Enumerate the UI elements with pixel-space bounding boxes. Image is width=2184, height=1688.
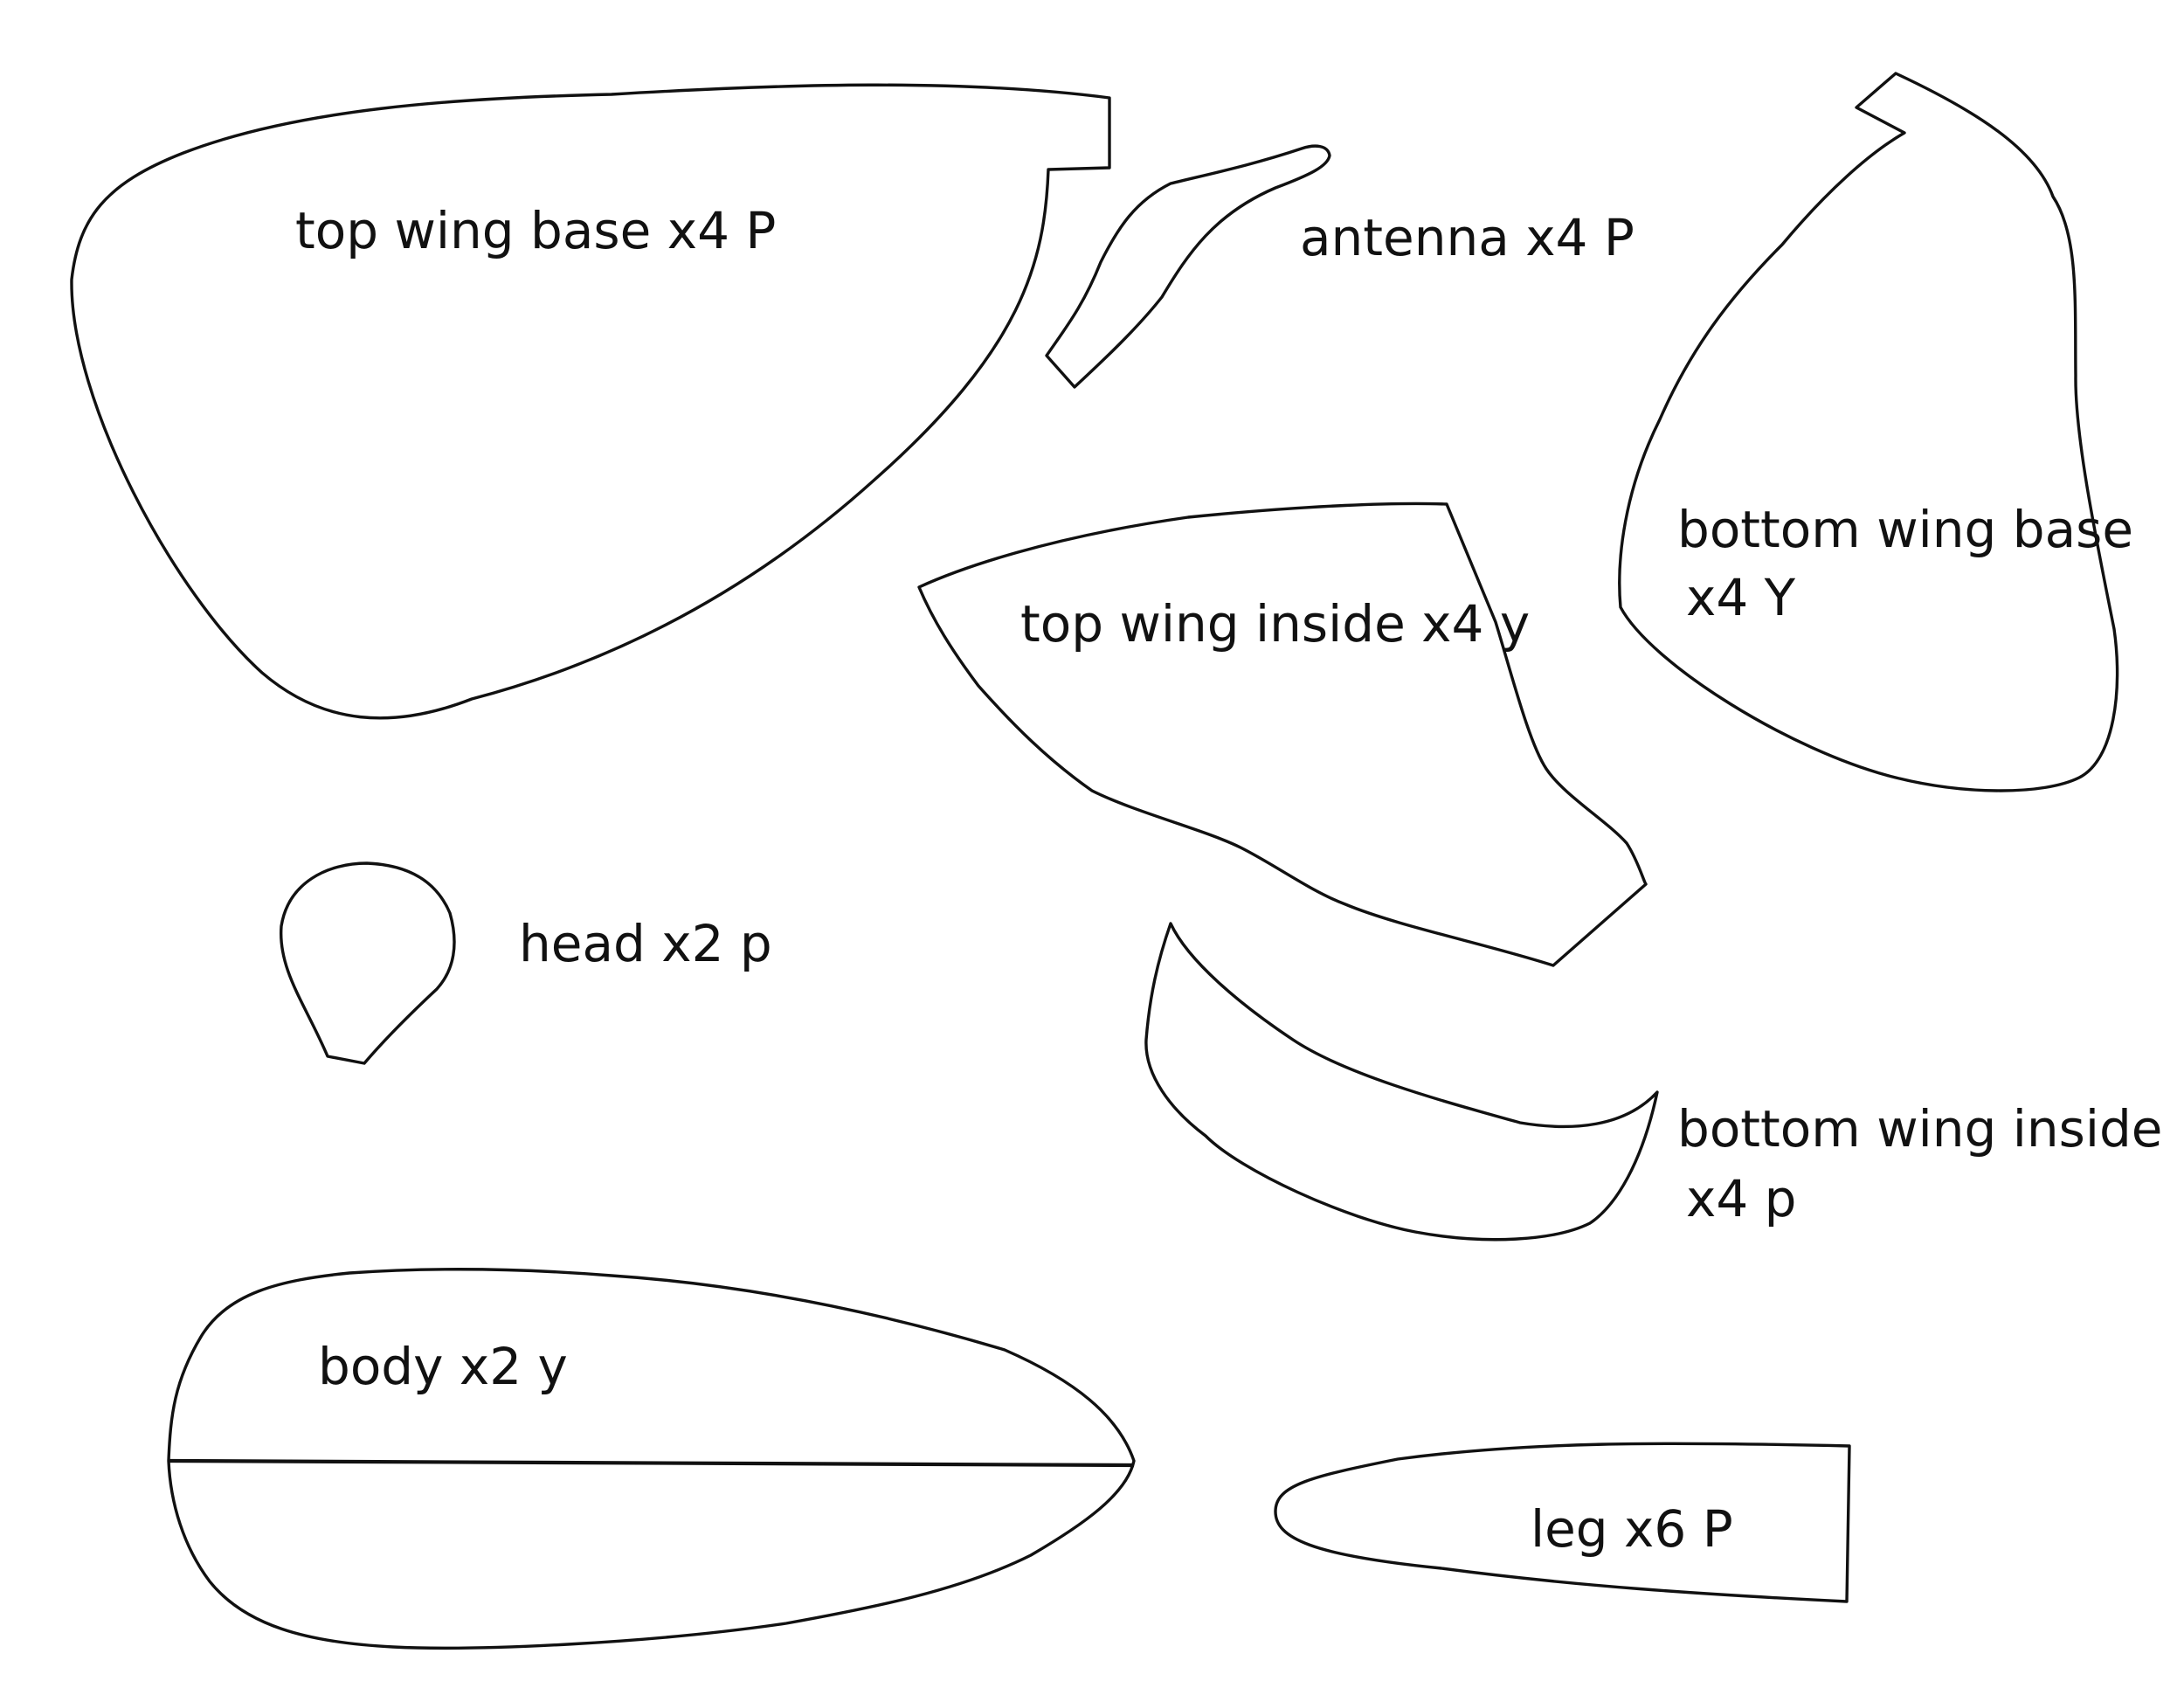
body-fold-line [168, 1458, 1135, 1468]
top-wing-inside-label: top wing inside x4 y [1020, 594, 1530, 654]
top-wing-base-shape [70, 83, 1111, 720]
leg-shape [1274, 1442, 1851, 1603]
body-label: body x2 y [318, 1337, 568, 1396]
bottom-wing-base-count-label: x4 Y [1686, 568, 1796, 627]
top-wing-base-label: top wing base x4 P [295, 201, 776, 260]
bottom-wing-inside-shape [1144, 922, 1659, 1242]
bottom-wing-base-label: bottom wing base [1677, 500, 2133, 559]
leg-label: leg x6 P [1531, 1499, 1733, 1559]
head-shape [279, 861, 456, 1065]
top-wing-inside-shape [917, 502, 1648, 967]
antenna-shape [1045, 144, 1331, 389]
head-label: head x2 p [519, 914, 772, 973]
antenna-label: antenna x4 P [1300, 208, 1635, 267]
bottom-wing-base-shape [1618, 72, 2119, 792]
bottom-wing-inside-count-label: x4 p [1686, 1169, 1796, 1228]
body-shape [167, 1268, 1136, 1650]
bottom-wing-inside-label: bottom wing inside [1677, 1099, 2162, 1159]
